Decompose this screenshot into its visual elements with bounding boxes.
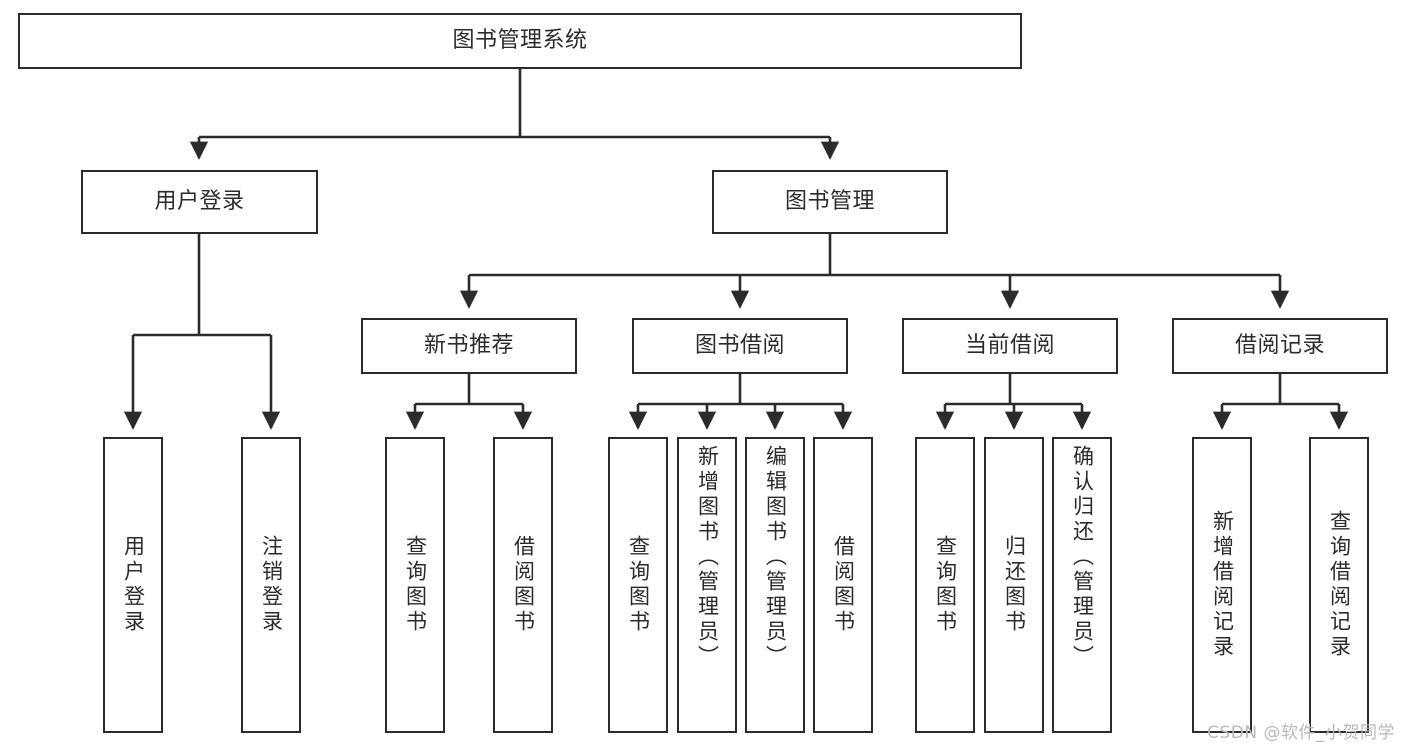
node-label: 确认归还（管理员）	[1070, 445, 1095, 670]
node-label: 借阅图书	[831, 535, 856, 635]
leaf-query-book-borrow[interactable]: 查询图书	[608, 437, 668, 733]
node-borrow-record[interactable]: 借阅记录	[1172, 318, 1388, 374]
leaf-return-book[interactable]: 归还图书	[984, 437, 1044, 733]
node-label: 用户登录	[154, 189, 245, 215]
leaf-confirm-return-admin[interactable]: 确认归还（管理员）	[1052, 437, 1112, 733]
node-book-management[interactable]: 图书管理	[712, 170, 948, 234]
leaf-query-book-recommend[interactable]: 查询图书	[385, 437, 445, 733]
node-label: 图书管理	[784, 189, 875, 215]
leaf-query-borrow-record[interactable]: 查询借阅记录	[1309, 437, 1369, 733]
node-label: 查询借阅记录	[1327, 510, 1352, 660]
node-label: 新书推荐	[423, 333, 514, 359]
node-new-book-recommend[interactable]: 新书推荐	[361, 318, 577, 374]
node-book-borrow[interactable]: 图书借阅	[632, 318, 848, 374]
leaf-borrow-book-recommend[interactable]: 借阅图书	[493, 437, 553, 733]
node-label: 编辑图书（管理员）	[763, 445, 788, 670]
node-label: 当前借阅	[964, 333, 1055, 359]
leaf-user-login[interactable]: 用户登录	[103, 437, 163, 733]
node-user-login[interactable]: 用户登录	[81, 170, 318, 234]
node-label: 新增借阅记录	[1210, 510, 1235, 660]
leaf-add-book-admin[interactable]: 新增图书（管理员）	[677, 437, 737, 733]
node-label: 查询图书	[933, 535, 958, 635]
leaf-logout[interactable]: 注销登录	[241, 437, 301, 733]
node-label: 用户登录	[121, 535, 146, 635]
leaf-borrow-book[interactable]: 借阅图书	[813, 437, 873, 733]
node-label: 借阅记录	[1234, 333, 1325, 359]
watermark-text: CSDN @软件_小贺同学	[1207, 723, 1395, 743]
node-current-borrow[interactable]: 当前借阅	[902, 318, 1118, 374]
node-label: 图书管理系统	[452, 28, 588, 54]
node-label: 图书借阅	[694, 333, 785, 359]
node-label: 查询图书	[626, 535, 651, 635]
node-label: 查询图书	[403, 535, 428, 635]
node-label: 新增图书（管理员）	[695, 445, 720, 670]
node-root-book-management-system[interactable]: 图书管理系统	[18, 13, 1022, 69]
leaf-add-borrow-record[interactable]: 新增借阅记录	[1192, 437, 1252, 733]
leaf-edit-book-admin[interactable]: 编辑图书（管理员）	[745, 437, 805, 733]
leaf-query-book-current[interactable]: 查询图书	[915, 437, 975, 733]
node-label: 归还图书	[1002, 535, 1027, 635]
node-label: 借阅图书	[511, 535, 536, 635]
node-label: 注销登录	[259, 535, 284, 635]
